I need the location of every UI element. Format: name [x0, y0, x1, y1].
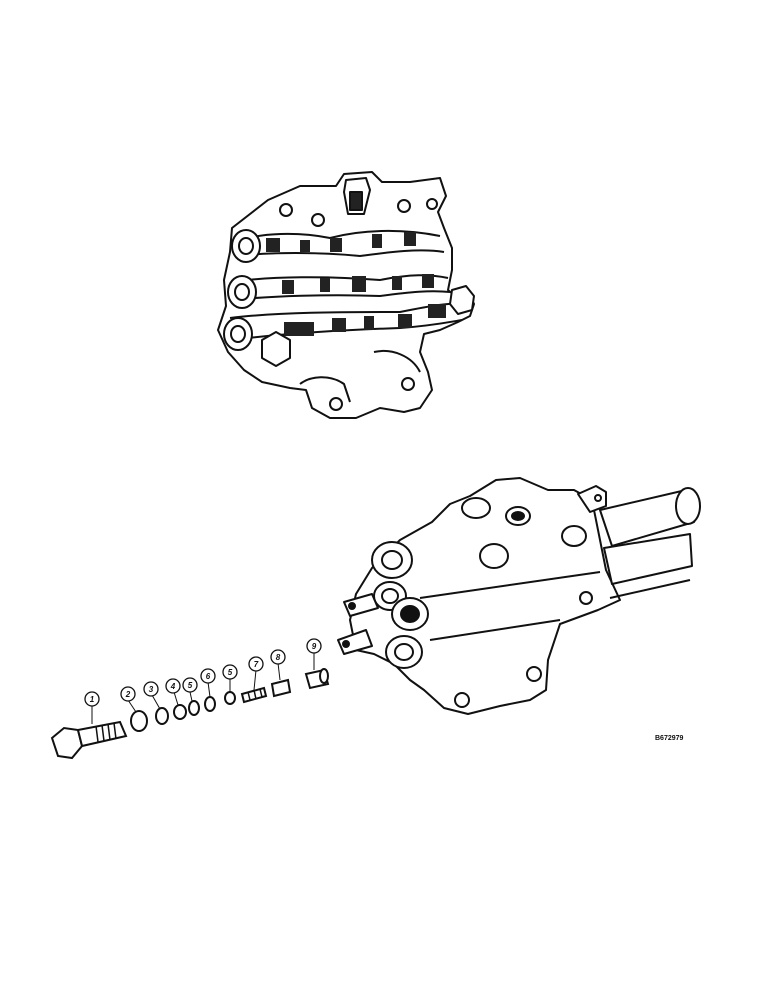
callout-6: 6 [200, 668, 216, 684]
part-5-ring [188, 700, 200, 716]
valve-assembly-illustration [337, 477, 701, 715]
callout-5-second-label: 5 [228, 668, 233, 677]
callout-7: 7 [248, 656, 264, 672]
callout-3-label: 3 [149, 685, 154, 694]
callout-2-label: 2 [125, 690, 131, 699]
callout-4: 4 [165, 678, 181, 694]
callout-1-label: 1 [90, 695, 95, 704]
callout-2: 2 [120, 686, 136, 702]
part-8-sleeve [270, 678, 292, 698]
part-2-o-ring [130, 710, 148, 732]
callout-8: 8 [270, 649, 286, 665]
callouts: 1 2 3 4 5 6 5 7 [84, 638, 322, 707]
callout-leaders [91, 652, 315, 724]
part-1-plug [50, 720, 128, 760]
exploded-parts [50, 668, 330, 760]
part-5-ring-second [224, 691, 236, 705]
callout-8-label: 8 [276, 653, 281, 662]
part-9-cap [304, 668, 330, 690]
valve-cutaway-illustration [217, 171, 475, 419]
callout-7-label: 7 [254, 660, 259, 669]
callout-9-label: 9 [312, 642, 317, 651]
callout-4-label: 4 [170, 682, 176, 691]
part-7-spring [240, 686, 268, 704]
part-4-ring [173, 704, 187, 720]
callout-3: 3 [143, 681, 159, 697]
callout-5-label: 5 [188, 681, 193, 690]
part-3-ring [155, 707, 169, 725]
callout-1: 1 [84, 691, 100, 707]
callout-9: 9 [306, 638, 322, 654]
callout-5-second: 5 [222, 664, 238, 680]
reference-code: B672979 [655, 735, 684, 742]
callout-5: 5 [182, 677, 198, 693]
callout-6-label: 6 [206, 672, 211, 681]
part-6-ring [204, 696, 216, 712]
